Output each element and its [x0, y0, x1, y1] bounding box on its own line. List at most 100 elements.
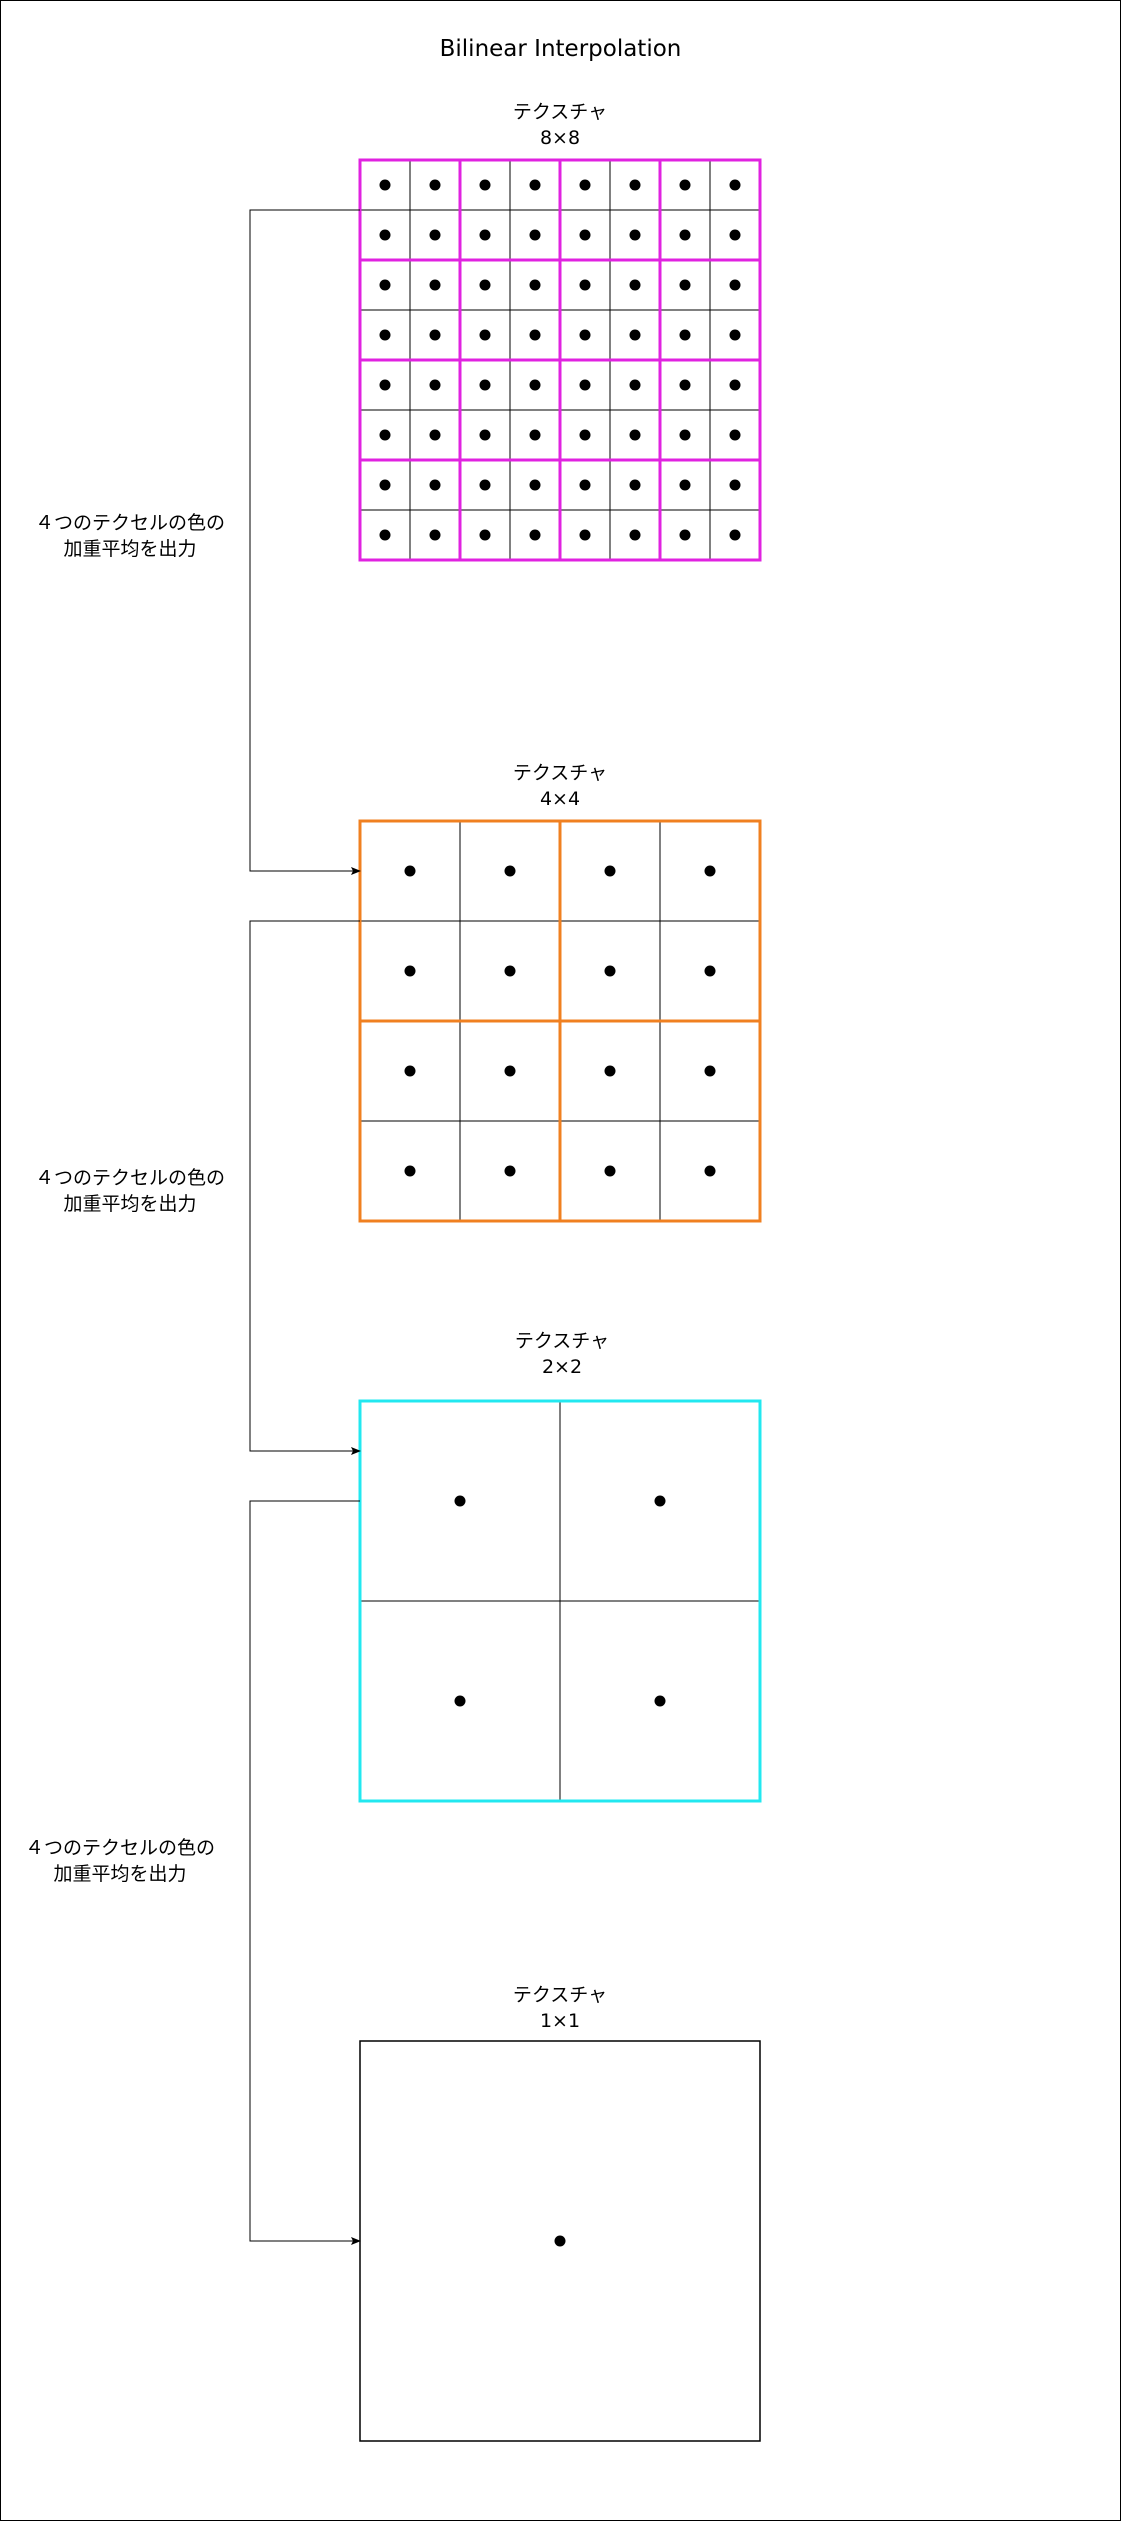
texel-center-dot: [629, 279, 641, 291]
texel-center-dot: [529, 179, 541, 191]
texel-center-dot: [379, 529, 391, 541]
texel-center-dot: [679, 379, 691, 391]
step-label-line2: 加重平均を出力: [63, 538, 197, 560]
texel-center-dot: [379, 429, 391, 441]
texel-center-dot: [379, 379, 391, 391]
texel-center-dot: [679, 229, 691, 241]
texel-center-dot: [379, 479, 391, 491]
texel-center-dot: [729, 479, 741, 491]
tex-4x4: [358, 819, 762, 1223]
step-label-3: ４つのテクセルの色の 加重平均を出力: [0, 1835, 250, 1887]
texel-center-dot: [504, 865, 516, 877]
textures-layer: [358, 158, 762, 2442]
texel-center-dot: [504, 965, 516, 977]
texel-center-dot: [479, 529, 491, 541]
texel-center-dot: [429, 329, 441, 341]
texel-center-dot: [579, 179, 591, 191]
tex-2x2: [358, 1399, 762, 1803]
texture-label-text: テクスチャ: [512, 762, 608, 784]
connector-arrow-3: [249, 1500, 361, 2245]
texel-center-dot: [704, 1065, 716, 1077]
texel-center-dot: [629, 329, 641, 341]
texel-center-dot: [579, 379, 591, 391]
texel-center-dot: [629, 429, 641, 441]
texel-center-dot: [679, 529, 691, 541]
texel-center-dot: [454, 1495, 466, 1507]
texel-center-dot: [429, 429, 441, 441]
texel-center-dot: [654, 1495, 666, 1507]
texel-center-dot: [454, 1695, 466, 1707]
texture-size-label: 2×2: [541, 1356, 583, 1378]
texel-center-dot: [529, 529, 541, 541]
texel-center-dot: [529, 279, 541, 291]
texel-center-dot: [529, 379, 541, 391]
diagram-title: Bilinear Interpolation: [439, 36, 682, 62]
texel-center-dot: [404, 1065, 416, 1077]
tex-1x1: [359, 2040, 761, 2442]
texel-center-dot: [679, 479, 691, 491]
texel-center-dot: [704, 1165, 716, 1177]
texel-center-dot: [629, 529, 641, 541]
texture-label-text: テクスチャ: [512, 1984, 608, 2006]
texel-center-dot: [479, 179, 491, 191]
texel-center-dot: [729, 429, 741, 441]
texture-label-2x2: テクスチャ 2×2: [412, 1328, 712, 1380]
step-label-line2: 加重平均を出力: [53, 1863, 187, 1885]
texel-center-dot: [604, 965, 616, 977]
texel-center-dot: [479, 479, 491, 491]
texture-size-label: 4×4: [539, 788, 581, 810]
texel-center-dot: [529, 229, 541, 241]
texel-center-dot: [729, 179, 741, 191]
texel-center-dot: [479, 379, 491, 391]
texel-center-dot: [429, 179, 441, 191]
step-label-2: ４つのテクセルの色の 加重平均を出力: [0, 1165, 260, 1217]
texture-label-text: テクスチャ: [514, 1330, 610, 1352]
step-label-line1: ４つのテクセルの色の: [34, 512, 225, 534]
texel-center-dot: [404, 965, 416, 977]
texel-center-dot: [379, 179, 391, 191]
step-label-line1: ４つのテクセルの色の: [24, 1837, 215, 1859]
texel-center-dot: [479, 279, 491, 291]
texel-center-dot: [404, 865, 416, 877]
texel-center-dot: [554, 2235, 566, 2247]
texel-center-dot: [729, 229, 741, 241]
texture-size-label: 1×1: [539, 2010, 581, 2032]
texel-center-dot: [479, 329, 491, 341]
texture-label-4x4: テクスチャ 4×4: [410, 760, 710, 812]
texel-center-dot: [704, 865, 716, 877]
texel-center-dot: [604, 865, 616, 877]
texture-size-label: 8×8: [539, 127, 581, 149]
texel-center-dot: [404, 1165, 416, 1177]
texture-border: [358, 158, 762, 562]
texture-label-text: テクスチャ: [512, 101, 608, 123]
texel-center-dot: [529, 429, 541, 441]
texel-center-dot: [729, 529, 741, 541]
texel-center-dot: [729, 279, 741, 291]
connectors-layer: [249, 209, 361, 2245]
texel-center-dot: [629, 479, 641, 491]
texel-center-dot: [579, 229, 591, 241]
texel-center-dot: [629, 379, 641, 391]
texel-center-dot: [429, 379, 441, 391]
texel-center-dot: [654, 1695, 666, 1707]
texel-center-dot: [629, 179, 641, 191]
texel-center-dot: [579, 279, 591, 291]
tex-8x8: [358, 158, 762, 562]
texel-center-dot: [479, 229, 491, 241]
texel-center-dot: [429, 229, 441, 241]
texel-center-dot: [629, 229, 641, 241]
connector-arrow-2: [249, 920, 361, 1455]
texel-center-dot: [604, 1165, 616, 1177]
texel-center-dot: [504, 1065, 516, 1077]
texel-center-dot: [704, 965, 716, 977]
texel-center-dot: [529, 479, 541, 491]
texture-label-8x8: テクスチャ 8×8: [410, 99, 710, 151]
texture-label-1x1: テクスチャ 1×1: [410, 1982, 710, 2034]
texel-center-dot: [379, 229, 391, 241]
texel-center-dot: [479, 429, 491, 441]
texel-center-dot: [429, 479, 441, 491]
texel-center-dot: [579, 479, 591, 491]
texel-center-dot: [579, 329, 591, 341]
